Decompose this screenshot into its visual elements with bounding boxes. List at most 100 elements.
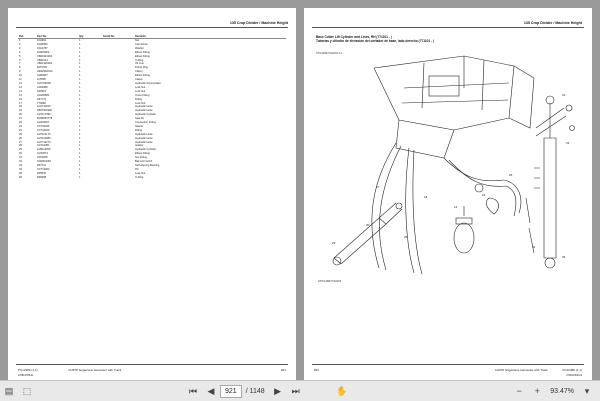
fit-page-icon[interactable]: ⬚	[22, 385, 32, 396]
footer-doc: PC12386	[18, 368, 31, 372]
cell-remarks: Spacer	[135, 124, 144, 128]
cell-ref: 34	[19, 167, 22, 171]
cell-remarks: Union Fitting	[135, 93, 150, 97]
cell-qty: 1	[79, 50, 81, 54]
cell-part-no: R96058	[37, 175, 47, 179]
cell-part-no: R97711	[37, 164, 46, 167]
cell-ref: 16	[19, 97, 22, 101]
cell-qty: 1	[79, 152, 81, 156]
prev-page-icon[interactable]: ◀	[207, 385, 215, 396]
cell-remarks: Lock Nut	[135, 89, 146, 93]
cell-remarks: Seal Kit	[135, 117, 144, 121]
cell-qty: 1	[79, 144, 81, 148]
cell-part-no: CXT16049	[37, 128, 50, 132]
svg-text:24: 24	[482, 193, 486, 197]
cell-part-no: 34H1787	[37, 46, 48, 50]
cell-remarks: Self-aligning Bushing	[135, 164, 160, 167]
sidebar-toggle-icon[interactable]: ▤	[4, 385, 14, 396]
svg-text:27: 27	[376, 185, 380, 189]
hand-tool-icon[interactable]: ✋	[336, 385, 348, 396]
cell-part-no: AH7117095	[37, 113, 51, 117]
last-page-icon[interactable]: ⏭	[291, 385, 300, 396]
left-page-number: 821	[280, 368, 286, 372]
cell-qty: 1	[79, 81, 81, 85]
footer-title: CH570 Sugarcane Harvester with Track	[494, 368, 548, 372]
document-spread: 135 Crop Divider / Machine Height Ref. P…	[8, 8, 592, 381]
cell-remarks: O-Ring	[135, 58, 144, 62]
cell-ref: 35	[19, 171, 22, 175]
cell-part-no: CXT13063	[37, 167, 50, 171]
cell-part-no: 16H904	[37, 39, 47, 42]
parts-table-header: Ref. Part No. Qty. Serial No. Remarks	[18, 34, 286, 39]
cell-part-no: 02X2008	[37, 156, 48, 160]
cell-ref: 31	[19, 156, 22, 160]
cell-remarks: Oil Line	[135, 62, 144, 66]
zoom-in-icon[interactable]: +	[534, 386, 540, 396]
header-rule	[16, 27, 288, 28]
svg-text:29: 29	[332, 241, 336, 245]
cell-ref: 8	[19, 66, 21, 70]
figure-title-es: Tuberías y cilindro de elevación del cor…	[316, 39, 435, 44]
cell-remarks: O-Ring	[135, 175, 144, 179]
cell-remarks: Cap Screw	[135, 42, 148, 46]
svg-text:34: 34	[532, 245, 536, 249]
cell-ref: 32	[19, 160, 22, 164]
cell-remarks: Tee Fitting	[135, 156, 147, 160]
chevron-down-icon[interactable]: ▾	[584, 385, 590, 396]
cell-ref: 3	[19, 46, 21, 50]
next-page-icon[interactable]: ▶	[274, 385, 282, 396]
cell-remarks: Elbow Fitting	[135, 54, 150, 58]
page-number-input[interactable]: 921	[220, 384, 242, 398]
cell-ref: 28	[19, 144, 22, 148]
cell-remarks: Clamp	[135, 70, 143, 74]
cell-remarks: Hydraulic Hose	[135, 105, 153, 109]
cell-remarks: Lock Nut	[135, 85, 146, 89]
cell-remarks: Pin	[135, 167, 139, 171]
zoom-level[interactable]: 93.47%	[550, 387, 574, 395]
cell-qty: 1	[79, 62, 81, 66]
cell-qty: 1	[79, 105, 81, 109]
zoom-out-icon[interactable]: −	[516, 386, 522, 396]
cell-ref: 24	[19, 128, 22, 132]
cell-remarks: Elbow Fitting	[135, 74, 150, 78]
cell-qty: 1	[79, 97, 81, 101]
cell-qty: 1	[79, 89, 81, 93]
cell-qty: 1	[79, 156, 81, 160]
cell-ref: 25	[19, 132, 22, 136]
cell-remarks: Lock Nut	[135, 101, 146, 105]
cell-serial	[102, 176, 134, 180]
svg-text:30: 30	[366, 223, 370, 227]
cell-qty: 1	[79, 124, 81, 128]
svg-text:33: 33	[566, 141, 570, 145]
table-row: 31 02X2008 1 Tee Fitting	[18, 156, 286, 160]
cell-qty: 1	[79, 78, 81, 82]
figure-code-bottom: ST0/14867/CR202	[318, 279, 342, 283]
cell-part-no: CXT14081	[37, 144, 50, 148]
cell-qty: 1	[79, 117, 81, 121]
first-page-icon[interactable]: ⏮	[188, 385, 198, 396]
cell-remarks: Hydraulic Cylinder	[135, 113, 157, 117]
cell-remarks: Hydraulic Accumulator	[135, 81, 161, 85]
cell-remarks: Ball Joint Hitch	[135, 160, 153, 164]
footer-doc: PC12386	[562, 368, 575, 372]
cell-remarks: Hydraulic Hose	[135, 109, 153, 113]
cell-part-no: 80T0700	[37, 66, 48, 70]
left-page: 135 Crop Divider / Machine Height Ref. P…	[8, 8, 296, 381]
cell-part-no: CB01300024	[37, 62, 53, 66]
